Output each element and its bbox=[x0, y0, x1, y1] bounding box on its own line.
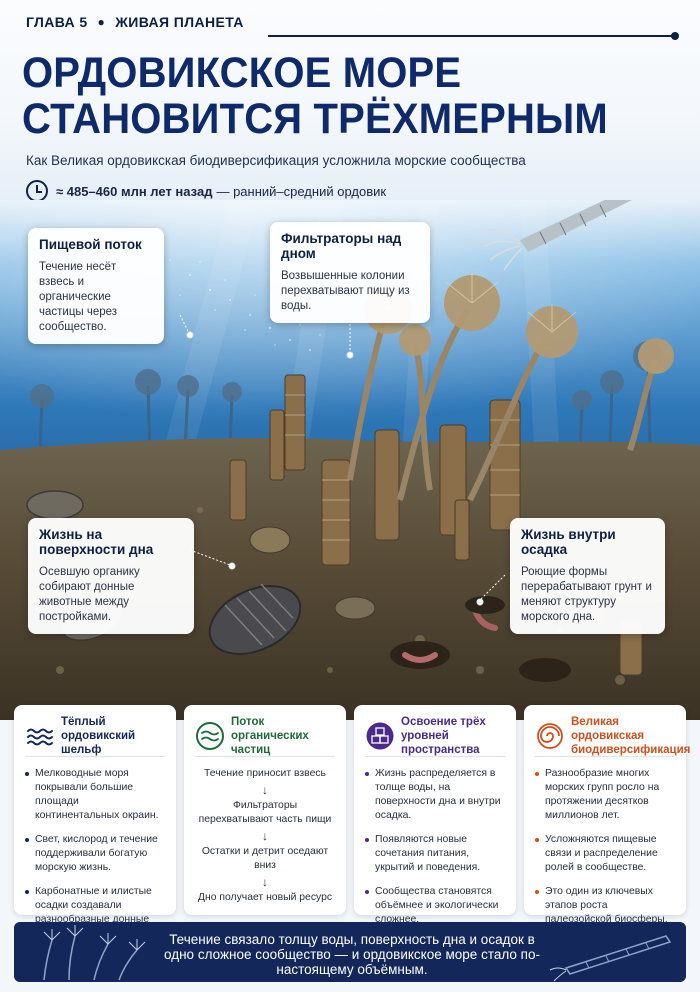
crinoid-stalks bbox=[347, 308, 658, 502]
summary-banner: Течение связало толщу воды, поверхность … bbox=[14, 922, 686, 982]
ordovician-sea-illustration: Пищевой поток Течение несёт взвесь и орг… bbox=[0, 200, 700, 720]
card-header: Великая ордовикская биодиверсификация bbox=[535, 715, 690, 757]
time-range: ≈ 485–460 млн лет назад — ранний–средний… bbox=[26, 180, 386, 202]
time-range-value: ≈ 485–460 млн лет назад bbox=[56, 183, 213, 199]
chapter-number: ГЛАВА 5 bbox=[26, 14, 88, 30]
chapter-label: ГЛАВА 5 ● ЖИВАЯ ПЛАНЕТА bbox=[26, 14, 244, 30]
page-title: ОРДОВИКСКОЕ МОРЕ СТАНОВИТСЯ ТРЁХМЕРНЫМ bbox=[22, 49, 608, 143]
burrows bbox=[390, 596, 571, 682]
card-title: Тёплый ордовикский шельф bbox=[61, 715, 136, 756]
nautiloid-icon bbox=[549, 935, 672, 982]
card-three-levels: Освоение трёх уровней пространства Жизнь… bbox=[354, 705, 516, 925]
card-list: Мелководные моря покрывали большие площа… bbox=[25, 767, 165, 941]
info-cards: Тёплый ордовикский шельф Мелководные мор… bbox=[14, 705, 690, 939]
card-title: Поток органических частиц bbox=[231, 715, 309, 756]
list-item: Усложняются пищевые связи и распределени… bbox=[535, 833, 675, 875]
callout-title: Жизнь на поверхности дна bbox=[39, 527, 154, 557]
card-list: Жизнь распределяется в толще воды, на по… bbox=[365, 767, 505, 927]
card-organic-flow: Поток органических частиц Течение принос… bbox=[184, 705, 346, 915]
list-item: Сообщества становятся объёмнее и экологи… bbox=[365, 885, 505, 927]
list-item: Разнообразие многих морских групп росло … bbox=[535, 767, 675, 823]
header: ГЛАВА 5 ● ЖИВАЯ ПЛАНЕТА ОРДОВИКСКОЕ МОРЕ… bbox=[0, 0, 700, 202]
callout-filter-feeders: Фильтраторы над дном Возвышенные колонии… bbox=[270, 222, 430, 323]
section-name: ЖИВАЯ ПЛАНЕТА bbox=[115, 14, 244, 30]
callout-text: Течение несёт взвесь и органические част… bbox=[39, 261, 118, 333]
arrow-down-icon: ↓ bbox=[262, 875, 268, 889]
waves-icon bbox=[27, 728, 53, 745]
flow-step: Дно получает новый ресурс bbox=[197, 892, 333, 903]
flow-step: Остатки и детрит оседают вниз bbox=[201, 846, 329, 871]
callout-food-flow: Пищевой поток Течение несёт взвесь и орг… bbox=[28, 228, 164, 344]
cubes-icon bbox=[366, 722, 394, 749]
flow-step: Фильтраторы перехватывают часть пищи bbox=[198, 800, 332, 825]
header-rule bbox=[268, 32, 679, 40]
callout-title: Фильтраторы над дном bbox=[281, 231, 402, 261]
flow-step: Течение приносит взвесь bbox=[204, 768, 326, 779]
crinoid-crowns bbox=[364, 275, 674, 374]
card-title: Освоение трёх уровней пространства bbox=[401, 715, 486, 756]
nautiloid bbox=[484, 200, 632, 271]
callout-title: Жизнь внутри осадка bbox=[521, 527, 616, 557]
flow-icon bbox=[196, 721, 224, 750]
list-item: Мелководные моря покрывали большие площа… bbox=[25, 767, 165, 823]
flow-steps: Течение приносит взвесь ↓ Фильтраторы пе… bbox=[195, 767, 335, 905]
list-item: Это один из ключевых этапов роста палеоз… bbox=[535, 885, 675, 927]
list-item: Появляются новые сочетания питания, укры… bbox=[365, 833, 505, 875]
ammonite-icon bbox=[537, 722, 563, 749]
callout-text: Роющие формы перерабатывают грунт и меня… bbox=[521, 566, 652, 623]
list-item: Жизнь распределяется в толще воды, на по… bbox=[365, 767, 505, 823]
time-range-note: — ранний–средний ордовик bbox=[216, 183, 387, 199]
card-warm-shelf: Тёплый ордовикский шельф Мелководные мор… bbox=[14, 705, 176, 939]
card-title: Великая ордовикская биодиверсификация bbox=[571, 715, 691, 756]
callout-title: Пищевой поток bbox=[39, 237, 142, 252]
callout-seafloor-surface: Жизнь на поверхности дна Осевшую органик… bbox=[28, 518, 194, 634]
crinoid-icon bbox=[43, 925, 146, 981]
card-great-biodiversification: Великая ордовикская биодиверсификация Ра… bbox=[524, 705, 690, 925]
list-item: Свет, кислород и течение поддерживали бо… bbox=[25, 833, 165, 875]
particle-stream bbox=[169, 259, 321, 351]
arrow-down-icon: ↓ bbox=[262, 829, 268, 843]
arrow-down-icon: ↓ bbox=[262, 783, 268, 797]
page-subtitle: Как Великая ордовикская биодиверсификаци… bbox=[26, 153, 526, 168]
card-header: Поток органических частиц bbox=[195, 715, 335, 757]
separator-dot: ● bbox=[97, 15, 106, 29]
callout-leaders bbox=[179, 308, 506, 606]
card-header: Освоение трёх уровней пространства bbox=[365, 715, 505, 757]
callout-text: Возвышенные колонии перехватывают пищу и… bbox=[281, 270, 410, 312]
card-list: Разнообразие многих морских групп росло … bbox=[535, 767, 675, 927]
banner-text: Течение связало толщу воды, поверхность … bbox=[164, 932, 540, 977]
clock-icon bbox=[26, 180, 48, 202]
card-header: Тёплый ордовикский шельф bbox=[25, 715, 165, 757]
callout-text: Осевшую органику собирают донные животны… bbox=[39, 566, 140, 623]
callout-inside-sediment: Жизнь внутри осадка Роющие формы перераб… bbox=[510, 518, 665, 634]
